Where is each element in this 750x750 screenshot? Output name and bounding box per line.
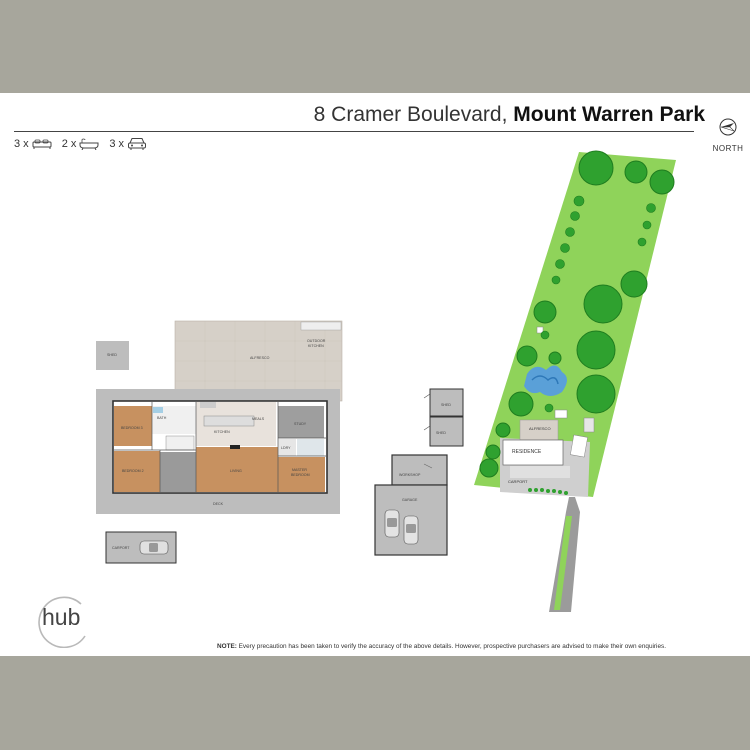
- hub-logo-ring: [38, 596, 86, 648]
- label-living: LIVING: [230, 469, 242, 473]
- label-meals: MEALS: [252, 417, 265, 421]
- outbuilding-shed-a: [429, 388, 464, 417]
- top-band: [0, 0, 750, 93]
- bed-icon: [32, 139, 52, 149]
- north-label: NORTH: [712, 144, 744, 153]
- note-text: Every precaution has been taken to verif…: [236, 643, 666, 650]
- label-outdoor-kitchen-1: OUTDOOR: [307, 339, 326, 343]
- label-bedroom-3: BEDROOM 3: [121, 426, 143, 430]
- carspaces-count: 3 x: [109, 138, 125, 150]
- label-laundry: LDRY: [281, 446, 291, 450]
- site-label-alfresco: ALFRESCO: [529, 426, 551, 431]
- label-deck: DECK: [213, 502, 223, 506]
- bath-icon: [79, 138, 99, 150]
- label-outbuilding-shed-a: SHED: [441, 403, 451, 407]
- north-compass: NORTH: [707, 118, 749, 153]
- outbuilding-shed-b: [429, 416, 464, 447]
- label-study: STUDY: [294, 422, 307, 426]
- site-label-residence: RESIDENCE: [512, 449, 542, 455]
- title-divider: [14, 131, 694, 132]
- site-label-carport: CARPORT: [508, 479, 528, 484]
- label-garage: GARAGE: [402, 498, 418, 502]
- label-master-2: BEDROOM: [291, 473, 310, 477]
- compass-icon: [719, 118, 737, 136]
- car-icon: [128, 138, 147, 150]
- disclaimer-note: NOTE: Every precaution has been taken to…: [217, 643, 666, 650]
- label-shed: SHED: [107, 353, 117, 357]
- label-carport: CARPORT: [112, 546, 130, 550]
- address-suburb: Mount Warren Park: [513, 103, 705, 126]
- label-alfresco: ALFRESCO: [250, 356, 270, 360]
- note-label: NOTE:: [216, 643, 237, 650]
- label-workshop: WORKSHOP: [399, 473, 421, 477]
- label-bedroom-2: BEDROOM 2: [122, 469, 144, 473]
- floorplan-shed: [96, 341, 129, 370]
- carspaces-feature: 3 x: [109, 137, 147, 151]
- site-residence: [502, 439, 564, 466]
- bathrooms-feature: 2 x: [62, 138, 100, 150]
- label-outbuilding-shed-b: SHED: [436, 431, 446, 435]
- property-features: 3 x 2 x 3 x: [14, 137, 147, 151]
- label-bath: BATH: [157, 416, 167, 420]
- label-kitchen: KITCHEN: [214, 430, 230, 434]
- outbuilding-workshop: [391, 454, 448, 486]
- bedrooms-feature: 3 x: [14, 138, 52, 150]
- label-master-1: MASTER: [292, 468, 307, 472]
- property-address: 8 Cramer Boulevard, Mount Warren Park: [314, 103, 705, 127]
- bottom-band: [0, 656, 750, 750]
- label-outdoor-kitchen-2: KITCHEN: [308, 344, 324, 348]
- address-street: 8 Cramer Boulevard,: [313, 103, 508, 126]
- bathrooms-count: 2 x: [61, 138, 77, 150]
- bedrooms-count: 3 x: [14, 138, 29, 150]
- hub-logo-text: hub: [42, 604, 81, 630]
